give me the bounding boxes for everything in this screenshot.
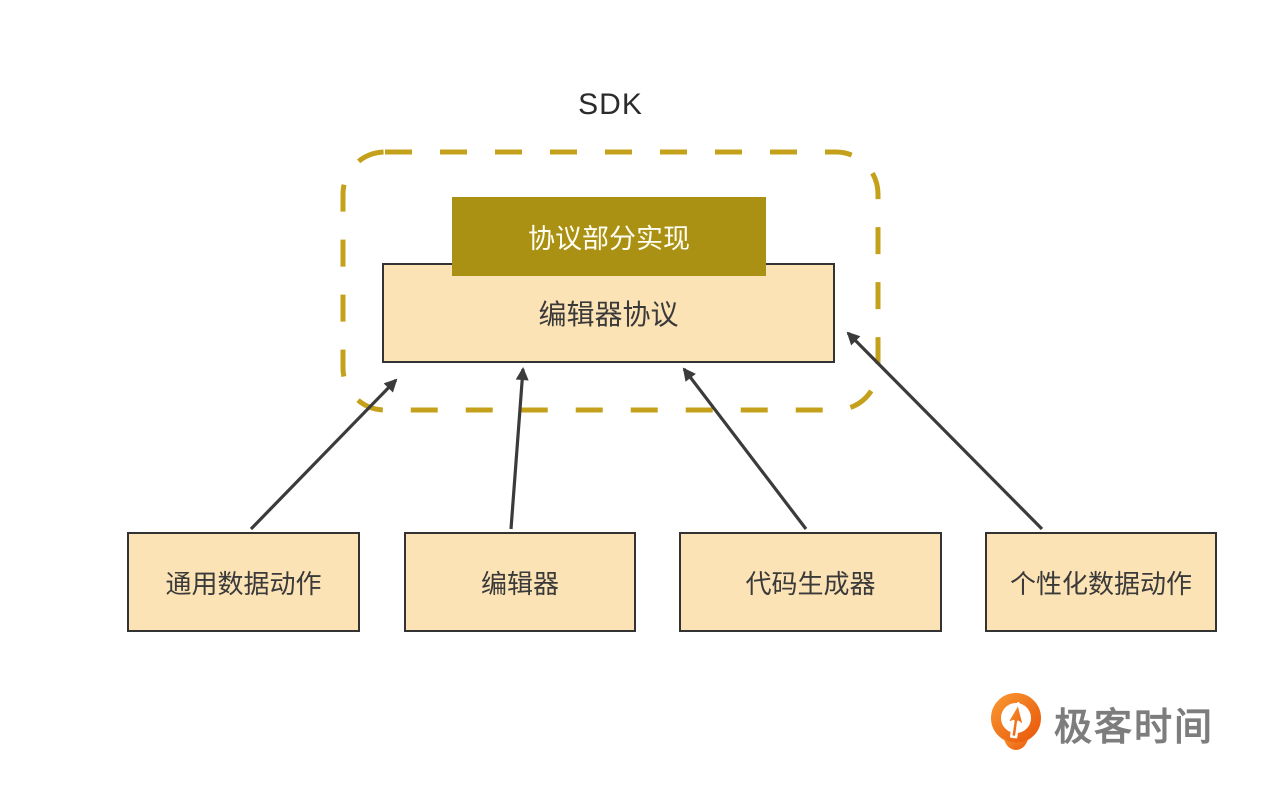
node-protocol-impl: 协议部分实现 xyxy=(452,197,766,276)
node-protocol-impl-label: 协议部分实现 xyxy=(528,224,690,254)
sdk-boundary-dashed xyxy=(340,149,881,413)
arrow-code-generator xyxy=(682,367,808,530)
geektime-brand: 极客时间 xyxy=(987,692,1214,754)
node-personalized-data-actions-label: 个性化数据动作 xyxy=(1009,568,1192,599)
geektime-brand-text: 极客时间 xyxy=(1054,706,1215,749)
node-code-generator-label: 代码生成器 xyxy=(745,568,876,599)
node-generic-data-actions-label: 通用数据动作 xyxy=(165,568,322,599)
node-editor-protocol-label: 编辑器协议 xyxy=(538,299,679,330)
node-generic-data-actions: 通用数据动作 xyxy=(127,532,360,632)
node-code-generator: 代码生成器 xyxy=(679,532,942,632)
node-editor-protocol: 编辑器协议 xyxy=(382,263,835,363)
sdk-group-title: SDK xyxy=(578,88,643,121)
arrow-editor xyxy=(509,367,529,530)
node-editor-label: 编辑器 xyxy=(480,568,559,599)
arrow-generic-data-actions xyxy=(249,378,398,531)
arrow-personalized-data-actions xyxy=(846,331,1044,531)
node-editor: 编辑器 xyxy=(404,532,636,632)
geektime-logo-icon xyxy=(991,693,1041,750)
node-personalized-data-actions: 个性化数据动作 xyxy=(985,532,1217,632)
